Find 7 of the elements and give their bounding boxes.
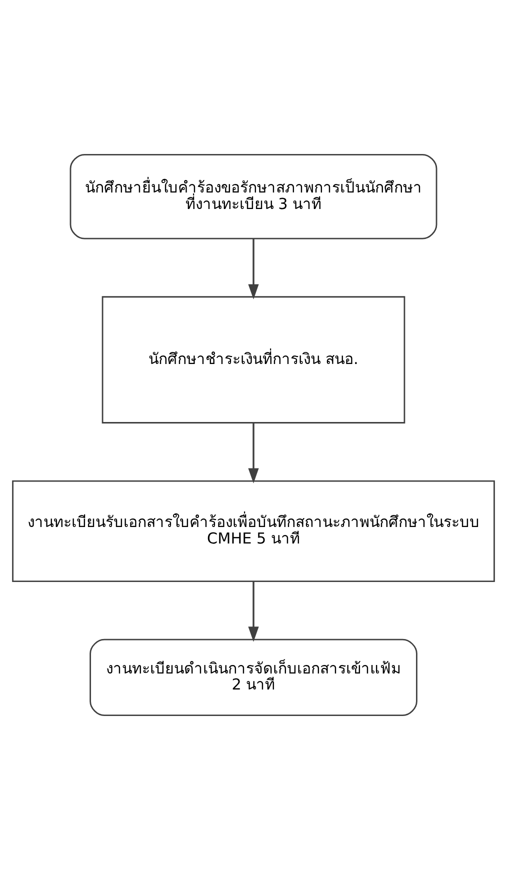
node-box: งานทะเบียนรับเอกสารใบคำร้องเพื่อบันทึกสถานะภาพนักศึกษาในระบบ CMHE 5 นาที <box>12 480 495 582</box>
arrow <box>248 422 259 484</box>
arrow <box>248 238 259 300</box>
node-box: งานทะเบียนดำเนินการจัดเก็บเอกสารเข้าแฟ้ม 2 นาที <box>90 638 418 716</box>
node-box: นักศึกษายื่นใบคำร้องขอรักษาสภาพการเป็นนักศึกษา ที่งานทะเบียน 3 นาที <box>70 154 438 240</box>
node-box: นักศึกษาชำระเงินที่การเงิน สนอ. <box>102 296 406 424</box>
arrow <box>248 581 259 642</box>
